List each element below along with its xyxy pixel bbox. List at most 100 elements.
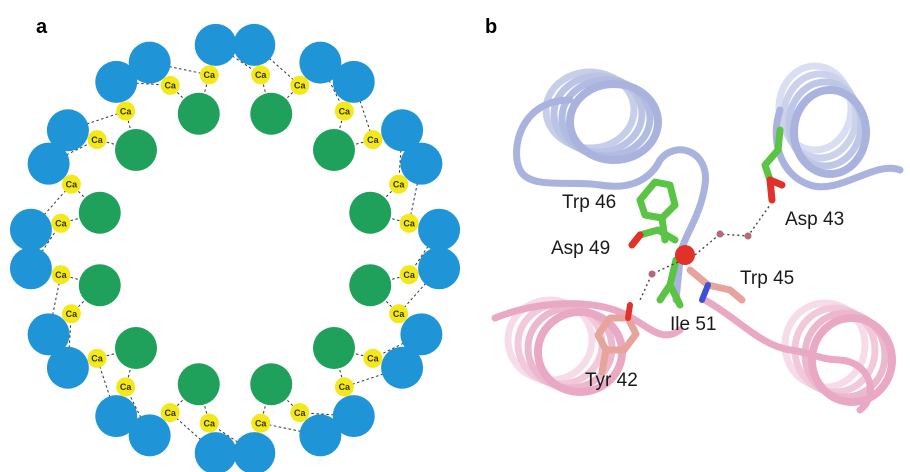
calcium-ion-label: Ca — [91, 354, 103, 364]
outer-site — [194, 432, 237, 472]
outer-site — [332, 60, 375, 103]
outer-site — [381, 346, 424, 389]
outer-ring — [9, 23, 461, 472]
inner-site — [78, 264, 121, 307]
calcium-ion — [199, 65, 219, 85]
label-trp45: Trp 45 — [740, 268, 795, 289]
calcium-ion — [389, 304, 409, 324]
calcium-ion — [290, 75, 310, 95]
calcium-ion — [116, 101, 136, 121]
inner-site — [115, 326, 158, 369]
calcium-ion-label: Ca — [367, 354, 379, 364]
helix-bottom-right — [701, 296, 896, 414]
panel-label-b: b — [485, 16, 498, 38]
label-asp43: Asp 43 — [785, 209, 845, 230]
outer-site — [400, 142, 443, 185]
hydrogen-bonds — [639, 204, 771, 301]
calcium-ion-label: Ca — [255, 70, 267, 80]
helix-top-right — [772, 62, 904, 191]
calcium-ion — [61, 174, 81, 194]
calcium-ion-label: Ca — [204, 418, 216, 428]
outer-site — [46, 109, 89, 152]
outer-site — [233, 432, 276, 472]
label-trp46: Trp 46 — [562, 192, 617, 213]
helix-structure — [491, 62, 904, 414]
calcium-ion-label: Ca — [204, 70, 216, 80]
calcium-ion-label: Ca — [294, 81, 306, 91]
outer-site — [27, 142, 70, 185]
calcium-ion-label: Ca — [55, 270, 67, 280]
inner-site — [349, 191, 392, 234]
calcium-ion — [160, 75, 180, 95]
label-asp49: Asp 49 — [551, 238, 611, 259]
calcium-ion-label: Ca — [403, 219, 415, 229]
calcium-ion — [51, 265, 71, 285]
calcium-ion-label: Ca — [164, 408, 176, 418]
calcium-ion — [334, 101, 354, 121]
label-ile51: Ile 51 — [670, 314, 717, 335]
inner-ring — [78, 92, 392, 406]
calcium-ion-label: Ca — [120, 106, 132, 116]
outer-site — [95, 395, 138, 438]
inner-site — [177, 363, 220, 406]
outer-site — [299, 414, 342, 457]
outer-site — [418, 208, 461, 251]
outer-site — [95, 60, 138, 103]
calcium-ion-label: Ca — [339, 106, 351, 116]
label-tyr42: Tyr 42 — [585, 370, 638, 391]
calcium-ion — [334, 377, 354, 397]
calcium-ion — [116, 377, 136, 397]
inner-site — [250, 92, 293, 135]
calcium-ion-label: Ca — [55, 219, 67, 229]
outer-site — [299, 41, 342, 84]
calcium-ion — [61, 304, 81, 324]
calcium-ion — [363, 130, 383, 150]
outer-site — [46, 346, 89, 389]
calcium-ion — [389, 174, 409, 194]
outer-site — [381, 109, 424, 152]
outer-site — [128, 41, 171, 84]
calcium-ion — [399, 213, 419, 233]
bond-lines — [30, 44, 440, 454]
inner-site — [78, 191, 121, 234]
inner-site — [177, 92, 220, 135]
calcium-ion — [199, 413, 219, 433]
calcium-ion — [87, 348, 107, 368]
outer-site — [128, 414, 171, 457]
helix-top-left — [513, 68, 709, 304]
calcium-ion-label: Ca — [367, 135, 379, 145]
calcium-ion-label: Ca — [393, 309, 405, 319]
calcium-ion — [251, 413, 271, 433]
calcium-ion-label: Ca — [66, 180, 78, 190]
outer-site — [418, 247, 461, 290]
panel-label-a: a — [36, 16, 48, 38]
calcium-ion — [87, 130, 107, 150]
calcium-ion-label: Ca — [339, 382, 351, 392]
calcium-ion-label: Ca — [294, 408, 306, 418]
outer-site — [332, 395, 375, 438]
calcium-ion-label: Ca — [403, 270, 415, 280]
inner-site — [312, 129, 355, 172]
calcium-ion-label: Ca — [255, 418, 267, 428]
central-ion — [675, 245, 695, 265]
outer-site — [194, 23, 237, 66]
outer-site — [27, 313, 70, 356]
water-molecules — [648, 230, 752, 278]
calcium-ion — [290, 403, 310, 423]
inner-site — [115, 129, 158, 172]
calcium-ion — [251, 65, 271, 85]
inner-site — [349, 264, 392, 307]
outer-site — [400, 313, 443, 356]
calcium-ion-label: Ca — [91, 135, 103, 145]
calcium-ion-label: Ca — [120, 382, 132, 392]
calcium-ion — [363, 348, 383, 368]
outer-site — [233, 23, 276, 66]
outer-site — [9, 247, 52, 290]
calcium-ion-label: Ca — [66, 309, 78, 319]
calcium-ion-label: Ca — [164, 81, 176, 91]
calcium-ion — [51, 213, 71, 233]
calcium-ion-label: Ca — [393, 180, 405, 190]
